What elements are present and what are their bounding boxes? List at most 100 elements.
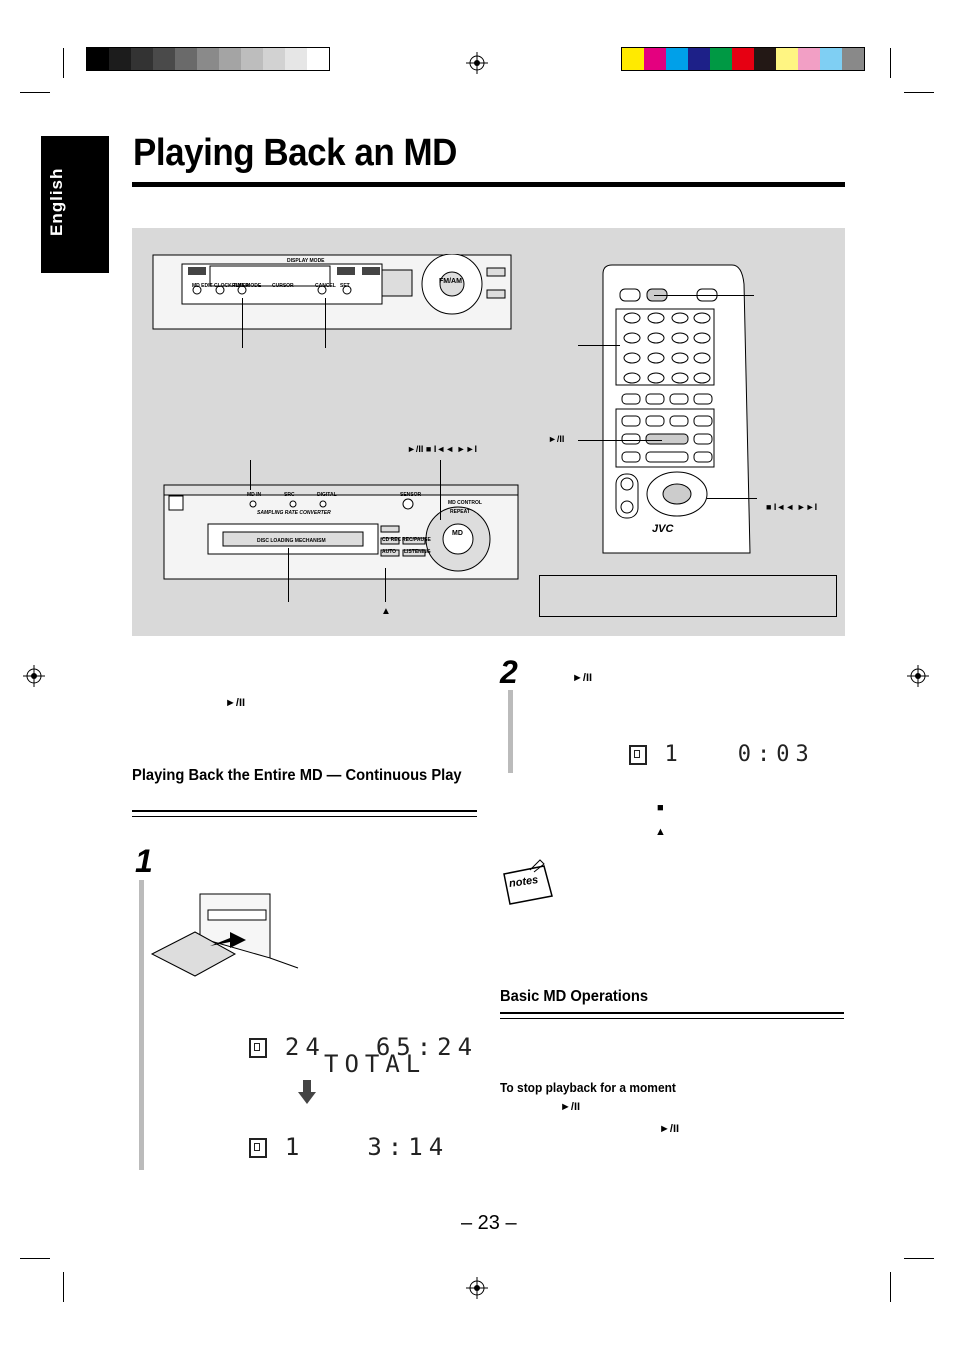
main-unit-panel <box>152 254 512 330</box>
registration-mark-icon <box>466 1277 488 1299</box>
lcd-total-time: 65:24 <box>375 1033 479 1061</box>
stop-symbol: ■ <box>657 802 664 814</box>
leader-line <box>707 498 757 499</box>
page-title: Playing Back an MD <box>133 132 457 174</box>
process-color-bar <box>621 47 865 71</box>
lcd-display-track: 1 3:14 <box>208 1105 449 1161</box>
cd-rec-label: CD REC <box>382 537 402 543</box>
color-swatch <box>307 48 329 70</box>
leader-line <box>325 298 326 348</box>
language-label: English <box>47 167 66 236</box>
step-bar <box>508 690 513 773</box>
lcd-track-number: 1 <box>284 1133 306 1161</box>
step-number-1: 1 <box>135 843 153 879</box>
color-swatch <box>241 48 263 70</box>
section-heading-basic-operations: Basic MD Operations <box>500 988 649 1005</box>
language-tab: English <box>41 136 109 273</box>
fm-am-label: FM/AM <box>439 278 462 285</box>
lcd-track-count: 24 <box>284 1033 326 1061</box>
md-in-label: MD IN <box>247 492 262 498</box>
disc-icon <box>628 745 647 765</box>
play-mode-label: PLAY MODE <box>232 283 262 289</box>
crop-mark <box>20 92 50 93</box>
leader-line <box>250 460 251 490</box>
color-swatch <box>131 48 153 70</box>
leader-line <box>242 298 243 348</box>
section-rule <box>500 1018 844 1019</box>
md-insert-illustration <box>150 893 299 977</box>
sampling-label: SAMPLING RATE CONVERTER <box>257 510 331 516</box>
disc-icon <box>248 1138 267 1158</box>
color-swatch <box>219 48 241 70</box>
deck-eject-symbol: ▲ <box>381 606 391 617</box>
src-label: SRC <box>284 492 295 498</box>
color-swatch <box>109 48 131 70</box>
color-swatch <box>776 48 798 70</box>
color-swatch <box>644 48 666 70</box>
auto-label: AUTO <box>382 549 397 555</box>
title-rule <box>132 182 845 187</box>
play-pause-symbol: ►/II <box>572 672 593 684</box>
remote-brand-label: JVC <box>652 523 674 535</box>
color-swatch <box>732 48 754 70</box>
leader-line <box>654 295 754 296</box>
registration-mark-icon <box>466 52 488 74</box>
remote-play-label: ►/II <box>548 434 565 444</box>
color-swatch <box>820 48 842 70</box>
step-bar <box>139 880 144 1170</box>
cancel-label: CANCEL <box>315 283 336 289</box>
section-rule <box>500 1012 844 1014</box>
color-swatch <box>285 48 307 70</box>
disc-loading-label: DISC LOADING MECHANISM <box>257 538 326 544</box>
lcd-track-time: 3:14 <box>367 1133 450 1161</box>
grayscale-bar <box>86 47 330 71</box>
deck-transport-label: ►/II ■ I◄◄ ►►I <box>407 444 477 454</box>
crop-mark <box>20 1258 50 1259</box>
clock-label: CLOCK TIMER <box>214 283 249 289</box>
leader-line <box>578 345 620 346</box>
section-rule <box>132 816 477 817</box>
registration-mark-icon <box>23 665 45 687</box>
color-swatch <box>710 48 732 70</box>
color-swatch <box>87 48 109 70</box>
lcd-track-number: 1 <box>664 742 684 767</box>
color-swatch <box>263 48 285 70</box>
md-button-label: MD <box>452 530 463 537</box>
pause-symbol: ►/II <box>659 1123 680 1135</box>
display-label: DISPLAY MODE <box>287 258 325 264</box>
leader-line <box>288 548 289 602</box>
md-deck <box>163 484 519 580</box>
leader-line <box>385 568 386 602</box>
disc-icon <box>248 1038 267 1058</box>
md-control-label: MD CONTROL <box>448 500 482 506</box>
repeat-label: REPEAT <box>450 509 470 515</box>
caption-box <box>539 575 837 617</box>
section-heading-continuous-play: Playing Back the Entire MD — Continuous … <box>132 767 462 784</box>
crop-mark <box>890 48 891 78</box>
remote-transport-label: ■ I◄◄ ►►I <box>766 502 818 512</box>
remote-control <box>602 264 751 554</box>
color-swatch <box>197 48 219 70</box>
lcd-display-total: 24 65:24 <box>208 1005 478 1061</box>
leader-line <box>440 460 441 520</box>
crop-mark <box>904 1258 934 1259</box>
pause-symbol: ►/II <box>560 1101 581 1113</box>
set-label: SET <box>340 283 350 289</box>
color-swatch <box>153 48 175 70</box>
crop-mark <box>890 1272 891 1302</box>
recpause-label: REC/PAUSE <box>402 537 431 543</box>
color-swatch <box>798 48 820 70</box>
digital-label: DIGITAL <box>317 492 337 498</box>
color-swatch <box>688 48 710 70</box>
section-rule <box>132 810 477 812</box>
leader-line <box>578 440 662 441</box>
color-swatch <box>175 48 197 70</box>
notes-icon <box>503 859 553 905</box>
arrow-down-icon <box>298 1080 316 1104</box>
crop-mark <box>63 48 64 78</box>
crop-mark <box>63 1272 64 1302</box>
step-number-2: 2 <box>500 654 518 690</box>
md-edit-label: MD EDIT <box>192 283 213 289</box>
page-number: – 23 – <box>461 1212 517 1234</box>
